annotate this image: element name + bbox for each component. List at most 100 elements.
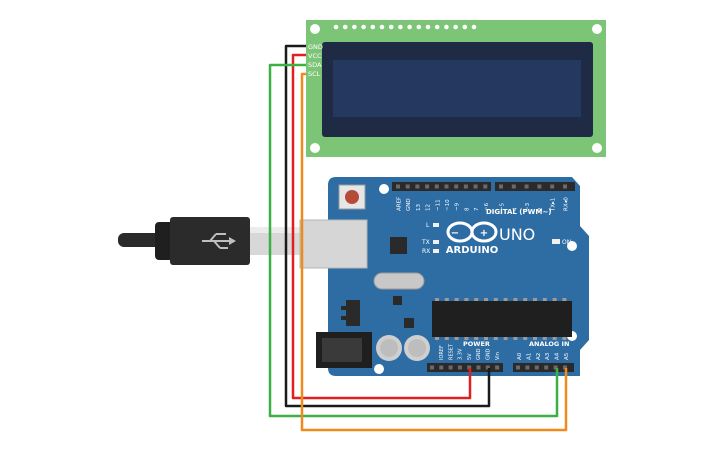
arduino-brand-label: ARDUINO <box>446 245 498 256</box>
lcd-pin-vcc-label: VCC <box>308 52 322 60</box>
chip-pin <box>513 337 518 340</box>
analog-pin-label: A2 <box>536 353 542 360</box>
digital-pin-label: 7 <box>474 207 480 211</box>
lcd-header-pin <box>398 24 403 30</box>
lcd-header-pin <box>416 24 422 30</box>
header-hole[interactable] <box>563 365 567 370</box>
chip-pin <box>474 337 479 340</box>
header-hole[interactable] <box>425 184 430 189</box>
header-hole[interactable] <box>434 184 439 189</box>
header-hole[interactable] <box>553 365 558 370</box>
header-hole[interactable] <box>544 365 549 370</box>
header-hole[interactable] <box>550 184 555 189</box>
header-hole[interactable] <box>439 365 444 370</box>
header-hole[interactable] <box>534 365 539 370</box>
vcc-wire[interactable] <box>291 53 472 400</box>
analog-header[interactable] <box>513 363 574 372</box>
power-pin-label: 3.3V <box>458 348 464 360</box>
power-jack[interactable] <box>316 332 372 368</box>
led-rx-label: RX <box>422 248 430 255</box>
chip-pin <box>454 337 459 340</box>
header-hole[interactable] <box>511 184 516 189</box>
analog-pin-label: A4 <box>555 352 561 360</box>
digital-pin-label: TX▸1 <box>551 198 557 212</box>
digital-pin-label: AREF <box>397 197 403 211</box>
header-hole[interactable] <box>457 365 462 370</box>
wires <box>268 44 568 432</box>
digital-pin-label: ~9 <box>455 202 461 211</box>
board-mount-holes <box>374 184 577 374</box>
header-hole[interactable] <box>516 365 520 370</box>
header-hole[interactable] <box>415 184 420 189</box>
header-hole[interactable] <box>463 184 468 189</box>
lcd-screen <box>333 60 581 117</box>
scl-wire[interactable] <box>300 72 568 432</box>
chip-pin <box>562 337 567 340</box>
header-hole[interactable] <box>537 184 542 189</box>
digital-pin-label: ~11 <box>435 199 441 211</box>
infinity-icon <box>446 221 498 243</box>
header-hole[interactable] <box>495 365 500 370</box>
chip-pin <box>484 298 488 301</box>
lcd-header-pin <box>388 24 394 30</box>
digital-header[interactable] <box>392 182 575 191</box>
analog-pin-label: A5 <box>564 352 570 360</box>
chip-pin <box>523 298 528 301</box>
power-pin-label: GND <box>486 348 492 360</box>
chip-pin <box>464 298 469 301</box>
digital-pin-label: 8 <box>464 207 470 211</box>
small-chip <box>393 296 402 305</box>
lcd-header-pin <box>407 24 412 30</box>
power-pin-label: RESET <box>448 343 454 360</box>
digital-pin-label: GND <box>406 198 412 211</box>
power-header-label: POWER <box>463 340 490 348</box>
header-hole[interactable] <box>476 365 481 370</box>
lcd-header-pin <box>370 24 376 30</box>
chip-pin <box>474 298 479 301</box>
power-header[interactable] <box>427 363 503 372</box>
lcd-header-pin <box>379 24 385 30</box>
chip-pin <box>523 337 528 340</box>
usb-cable[interactable] <box>118 217 300 265</box>
reset-button[interactable] <box>338 184 366 210</box>
header-hole[interactable] <box>396 184 400 189</box>
header-hole[interactable] <box>524 184 529 189</box>
chip-pin <box>562 298 567 301</box>
usb-cable-strain-relief <box>118 233 162 247</box>
lcd-pin-sda-label: SDA <box>308 61 322 69</box>
header-hole[interactable] <box>444 184 449 189</box>
header-hole[interactable] <box>485 365 490 370</box>
analog-pin-label: A1 <box>526 353 532 360</box>
lcd-header-pin <box>453 24 458 30</box>
header-hole[interactable] <box>454 184 459 189</box>
header-hole[interactable] <box>483 184 488 189</box>
chip-pin <box>464 337 469 340</box>
lcd-module[interactable]: GND VCC SDA SCL <box>306 20 606 157</box>
gnd-wire[interactable] <box>284 44 491 408</box>
chip-pin <box>493 298 498 301</box>
chip-pin <box>552 298 557 301</box>
svg-text:−: − <box>451 228 459 239</box>
header-hole[interactable] <box>430 365 434 370</box>
chip-pin <box>435 298 439 301</box>
led-l-label: L <box>426 222 430 229</box>
analog-header-label: ANALOG IN <box>529 340 569 348</box>
header-hole[interactable] <box>448 365 453 370</box>
sda-wire[interactable] <box>268 63 559 418</box>
header-hole[interactable] <box>499 184 503 189</box>
usb-icon <box>202 233 236 249</box>
header-hole[interactable] <box>525 365 530 370</box>
header-hole[interactable] <box>405 184 410 189</box>
header-hole[interactable] <box>473 184 478 189</box>
digital-pin-label: ~3 <box>525 202 531 211</box>
led-on-label: ON <box>562 239 571 246</box>
arduino-logo: − + ARDUINO <box>446 221 498 256</box>
digital-pin-label: 2 <box>538 208 544 212</box>
header-hole[interactable] <box>563 184 567 189</box>
smd-chip <box>404 318 414 328</box>
header-hole[interactable] <box>467 365 472 370</box>
